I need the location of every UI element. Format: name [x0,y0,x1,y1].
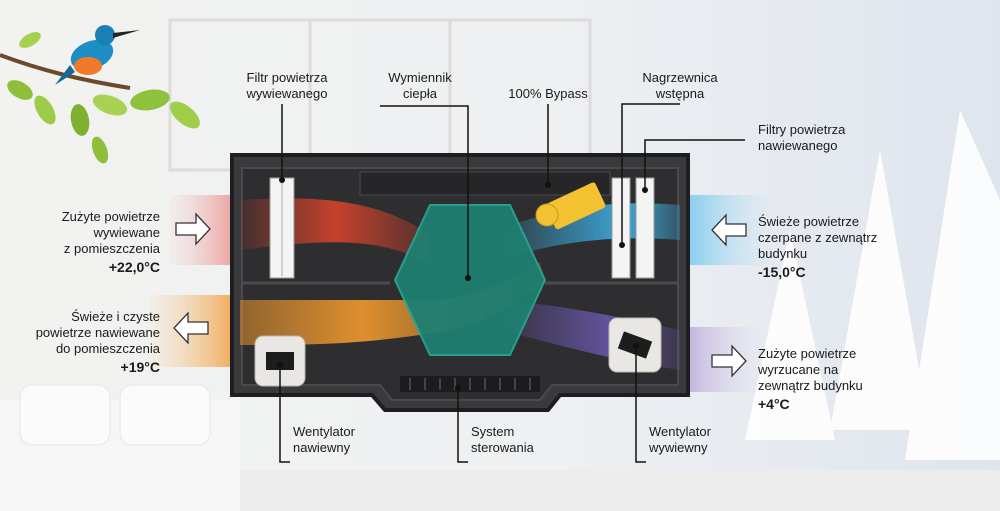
leader-preheater [621,103,680,245]
label-supply-out: Świeże i czyste powietrze nawiewane do p… [20,293,160,391]
label-outdoor-in: Świeże powietrze czerpane z zewnątrz bud… [758,198,908,296]
leader-heat-exchanger [380,105,469,278]
leader-control-system [457,388,468,463]
exhaust-filter [269,177,295,279]
outdoor-in-text: Świeże powietrze czerpane z zewnątrz bud… [758,214,878,261]
sofa [0,384,240,511]
extract-in-text: Zużyte powietrze wywiewane z pomieszczen… [61,209,160,256]
arrow-extract-in-icon [175,212,211,246]
bypass-channel [359,171,611,196]
label-exhaust-filter: Filtr powietrza wywiewanego [246,70,328,101]
arrow-outdoor-in-icon [711,213,747,247]
label-supply-fan: Wentylator nawiewny [293,424,355,455]
arrow-exhaust-out-icon [711,344,747,378]
label-supply-filters: Filtry powietrza nawiewanego [758,122,846,153]
leader-supply-fan [279,365,290,463]
supply-out-temp: +19°C [120,359,160,375]
exhaust-out-text: Zużyte powietrze wyrzucane na zewnątrz b… [758,346,863,393]
control-system-panel [400,376,540,392]
label-extract-in: Zużyte powietrze wywiewane z pomieszczen… [20,193,160,291]
label-bypass: 100% Bypass [508,86,588,101]
supply-fan [254,335,306,387]
extract-in-temp: +22,0°C [108,259,160,275]
label-heat-exchanger: Wymiennik ciepła [388,70,452,101]
bypass-damper [535,182,606,230]
floor [240,470,1000,511]
label-preheater: Nagrzewnica wstępna [642,70,718,101]
label-control-system: System sterowania [471,424,534,455]
exhaust-out-temp: +4°C [758,396,790,412]
kingfisher-bird [55,25,140,85]
leader-dots [277,177,648,391]
supply-out-text: Świeże i czyste powietrze nawiewane do p… [35,309,160,356]
leader-exhaust-fan [635,346,646,463]
outdoor-in-temp: -15,0°C [758,264,806,280]
arrow-supply-out-icon [173,311,209,345]
label-exhaust-fan: Wentylator wywiewny [649,424,711,455]
branch-with-leaves [0,32,200,164]
snowy-trees [745,110,1000,460]
label-exhaust-out: Zużyte powietrze wyrzucane na zewnątrz b… [758,330,908,428]
supply-filters [611,177,655,279]
leader-supply-filters [644,139,745,190]
leader-lines [279,103,745,463]
